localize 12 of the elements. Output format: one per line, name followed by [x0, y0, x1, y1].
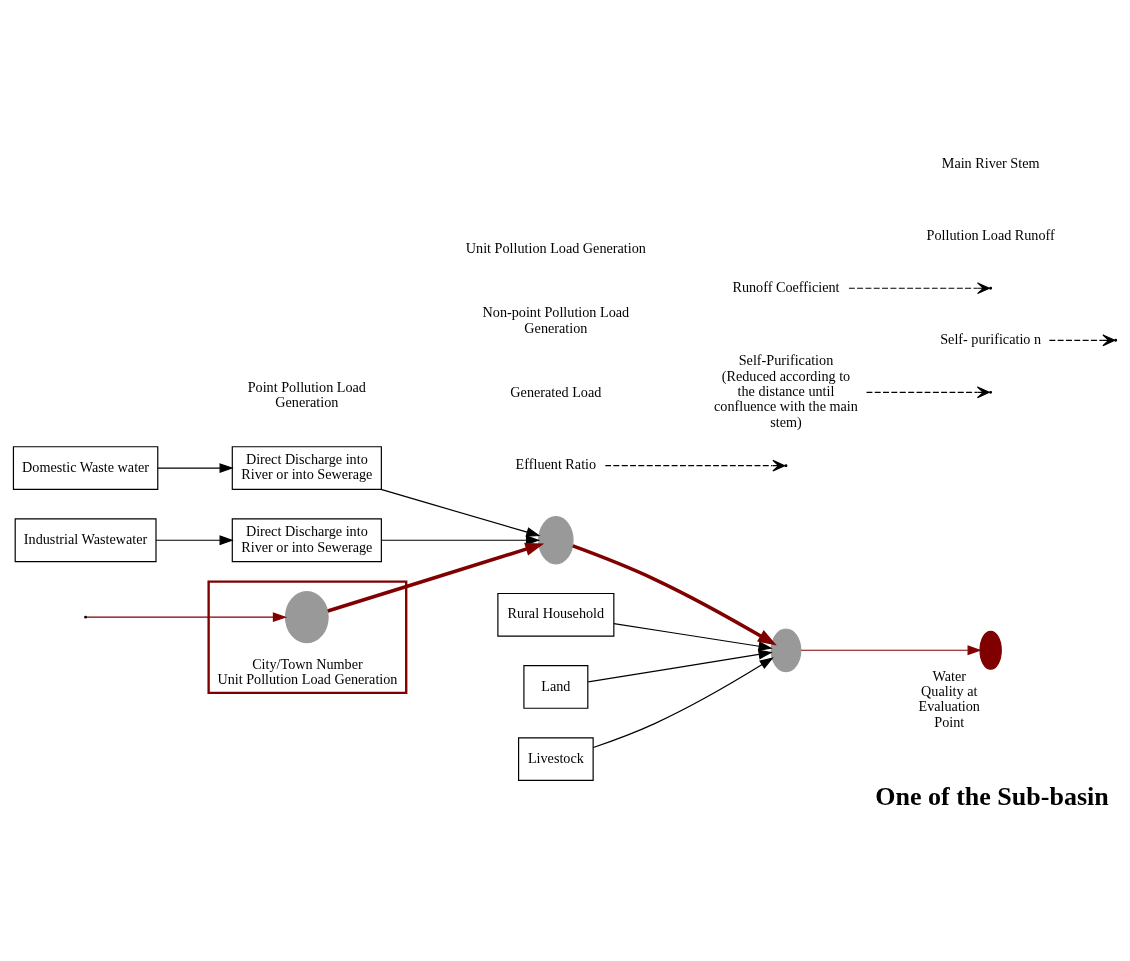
node-label: Water Quality at Evaluation Point	[918, 667, 980, 730]
label: Pollution Load Runoff	[926, 226, 1055, 243]
node-text: Runoff Coefficient	[732, 278, 840, 295]
node-text: Self-Purification (Reduced according to the distance until confluence with the main stem)	[714, 352, 858, 430]
caption: One of the Sub-basin	[875, 781, 1109, 811]
label: Point Pollution Load Generation	[247, 378, 366, 411]
label: Unit Pollution Load Generation	[465, 239, 646, 256]
node-text: Self- purificatio n	[940, 330, 1042, 347]
label: Generated Load	[510, 384, 602, 401]
node-text: Effluent Ratio	[515, 456, 597, 473]
label: Non-point Pollution Load Generation	[482, 304, 630, 336]
label: Main River Stem	[941, 154, 1040, 171]
